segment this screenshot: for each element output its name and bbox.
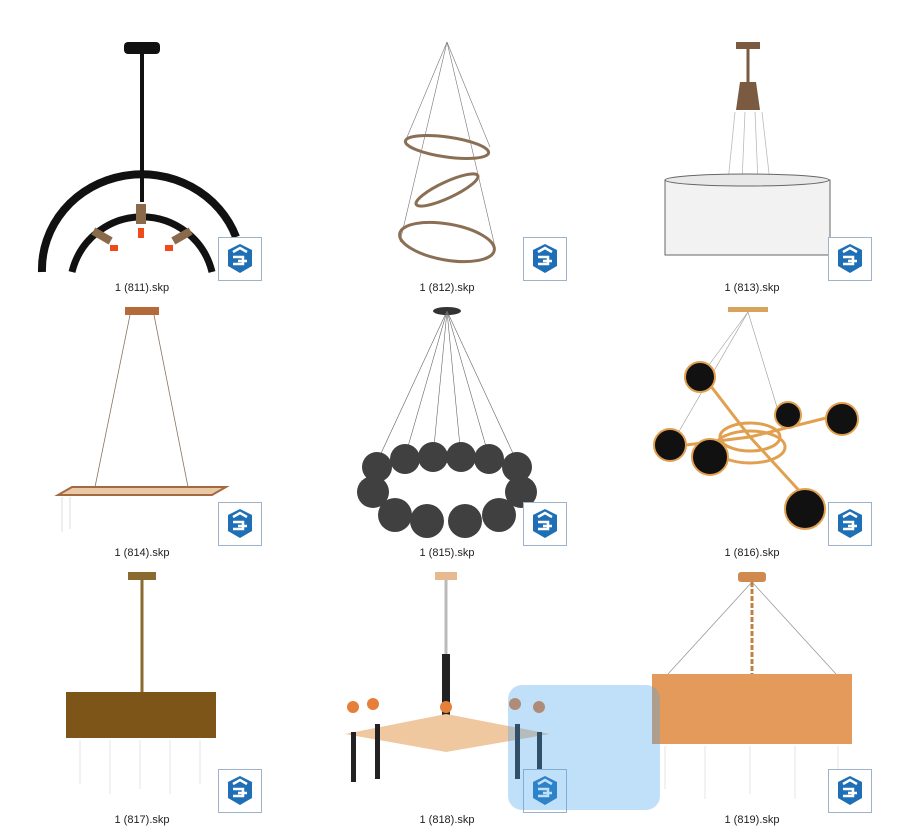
file-item[interactable]: 1 (811).skp xyxy=(0,32,300,302)
file-name[interactable]: 1 (816).skp xyxy=(724,547,780,559)
file-name[interactable]: 1 (817).skp xyxy=(114,814,170,826)
thumbnail xyxy=(357,307,537,538)
sketchup-icon xyxy=(218,502,262,546)
file-item[interactable]: 1 (814).skp xyxy=(0,297,300,567)
thumbnail xyxy=(398,41,496,264)
file-item[interactable]: 1 (815).skp xyxy=(305,297,605,567)
file-item[interactable]: 1 (817).skp xyxy=(0,564,300,834)
thumbnail xyxy=(653,307,859,530)
file-name[interactable]: 1 (814).skp xyxy=(114,547,170,559)
thumbnail xyxy=(345,572,550,782)
sketchup-icon xyxy=(828,769,872,813)
sketchup-icon xyxy=(523,237,567,281)
sketchup-icon xyxy=(828,502,872,546)
sketchup-icon xyxy=(828,237,872,281)
file-name[interactable]: 1 (819).skp xyxy=(724,814,780,826)
file-item[interactable]: 1 (818).skp xyxy=(305,564,605,834)
thumbnail xyxy=(54,307,230,532)
file-item[interactable]: 1 (816).skp xyxy=(610,297,900,567)
file-item[interactable]: 1 (812).skp xyxy=(305,32,605,302)
sketchup-icon xyxy=(523,769,567,813)
file-item[interactable]: 1 (813).skp xyxy=(610,32,900,302)
file-name[interactable]: 1 (815).skp xyxy=(419,547,475,559)
watermark xyxy=(508,685,660,810)
file-name[interactable]: 1 (818).skp xyxy=(419,814,475,826)
sketchup-icon xyxy=(523,502,567,546)
file-item[interactable]: 1 (819).skp xyxy=(610,564,900,834)
sketchup-icon xyxy=(218,769,262,813)
thumbnail xyxy=(652,572,852,799)
file-name[interactable]: 1 (813).skp xyxy=(724,282,780,294)
thumbnail xyxy=(37,42,240,273)
thumbnail xyxy=(66,572,216,794)
thumbnail xyxy=(664,42,831,256)
file-name[interactable]: 1 (812).skp xyxy=(419,282,475,294)
sketchup-icon xyxy=(218,237,262,281)
file-name[interactable]: 1 (811).skp xyxy=(114,282,170,294)
